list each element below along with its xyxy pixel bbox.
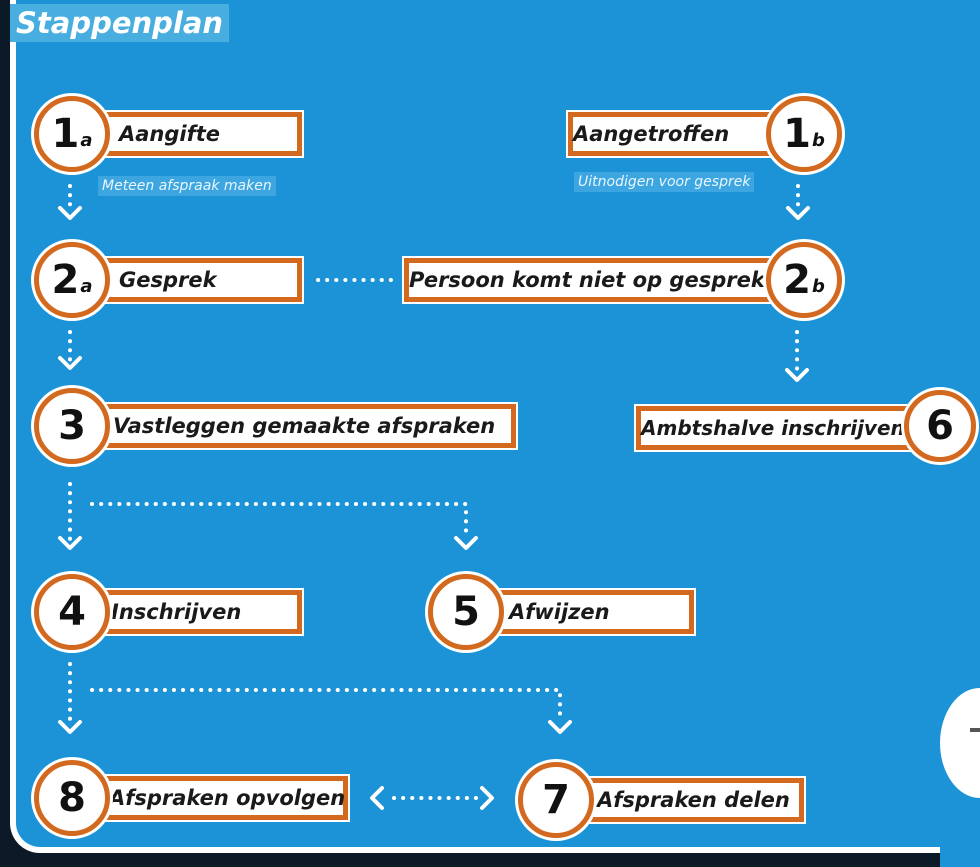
step-8-badge: 8 bbox=[34, 760, 110, 836]
step-5-badge: 5 bbox=[428, 574, 504, 650]
step-1b-label: Aangetroffen bbox=[568, 112, 808, 156]
step-7-badge: 7 bbox=[518, 762, 594, 838]
step-6-number: 6 bbox=[926, 403, 954, 449]
step-2b-label: Persoon komt niet op gesprek bbox=[404, 258, 808, 302]
step-1b-number: 1 bbox=[783, 111, 811, 157]
step-4-number: 4 bbox=[58, 589, 86, 635]
step-6-label: Ambtshalve inschrijven bbox=[636, 406, 930, 450]
step-3-badge: 3 bbox=[34, 388, 110, 464]
step-8-number: 8 bbox=[58, 775, 86, 821]
step-1a-suffix: a bbox=[80, 130, 93, 151]
step-7-label: Afspraken delen bbox=[578, 778, 804, 822]
step-5-label: Afwijzen bbox=[488, 590, 694, 634]
step-1a-note: Meteen afspraak maken bbox=[98, 176, 276, 196]
step-4-label: Inschrijven bbox=[96, 590, 302, 634]
step-1b-note: Uitnodigen voor gesprek bbox=[574, 172, 755, 192]
step-2b-suffix: b bbox=[811, 276, 825, 297]
step-2b-number: 2 bbox=[783, 257, 811, 303]
step-2a-number: 2 bbox=[51, 257, 80, 303]
step-6-badge: 6 bbox=[904, 390, 976, 462]
step-4-badge: 4 bbox=[34, 574, 110, 650]
step-1a-label: Aangifte bbox=[96, 112, 302, 156]
step-7-number: 7 bbox=[542, 777, 570, 823]
step-5-number: 5 bbox=[452, 589, 480, 635]
step-2a-suffix: a bbox=[80, 276, 93, 297]
step-8-label: Afspraken opvolgen bbox=[96, 776, 348, 820]
partial-circle-mark bbox=[970, 728, 980, 732]
step-1a-number: 1 bbox=[51, 111, 80, 157]
step-1b-suffix: b bbox=[811, 130, 825, 151]
step-2a-label: Gesprek bbox=[96, 258, 302, 302]
step-3-label: Vastleggen gemaakte afspraken bbox=[96, 404, 516, 448]
diagram-title: Stappenplan bbox=[10, 4, 230, 42]
step-3-number: 3 bbox=[58, 403, 86, 449]
